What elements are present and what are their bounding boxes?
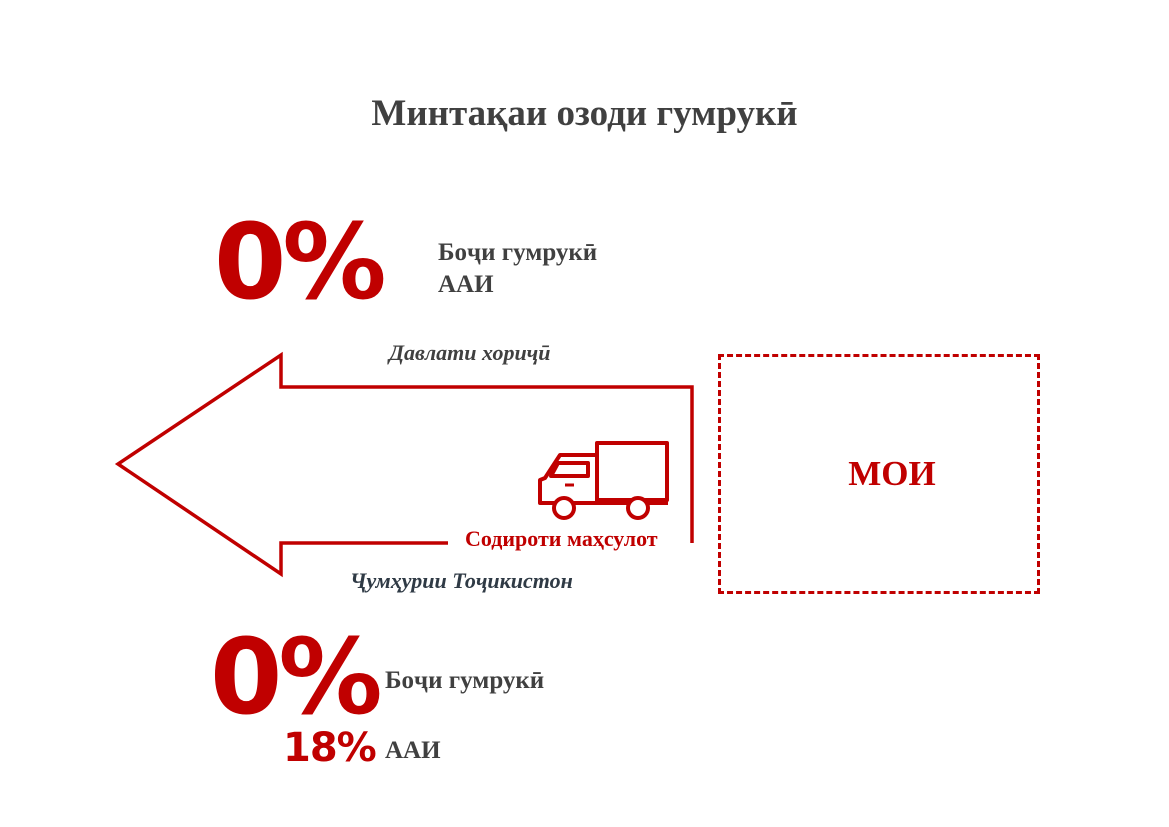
foreign-country-label: Давлати хориҷӣ <box>389 340 551 365</box>
tajikistan-label: Ҷумҳурии Тоҷикистон <box>350 568 573 593</box>
free-zone-box <box>718 354 1040 594</box>
left-arrow-icon <box>114 351 694 578</box>
top-vat-label: ААИ <box>438 271 494 298</box>
bottom-duty-label: Боҷи гумрукӣ <box>385 667 545 694</box>
page-title: Минтақаи озоди гумрукӣ <box>371 93 798 134</box>
product-export-label: Содироти маҳсулот <box>465 526 658 551</box>
top-duty-label: Боҷи гумрукӣ <box>438 239 598 266</box>
free-zone-label: МОИ <box>848 454 936 493</box>
top-duty-percent: 0% <box>214 201 387 323</box>
truck-icon <box>538 441 669 520</box>
bottom-duty-percent: 0% <box>210 616 383 738</box>
bottom-vat-percent: 18% <box>283 725 377 771</box>
bottom-vat-label: ААИ <box>385 737 441 764</box>
